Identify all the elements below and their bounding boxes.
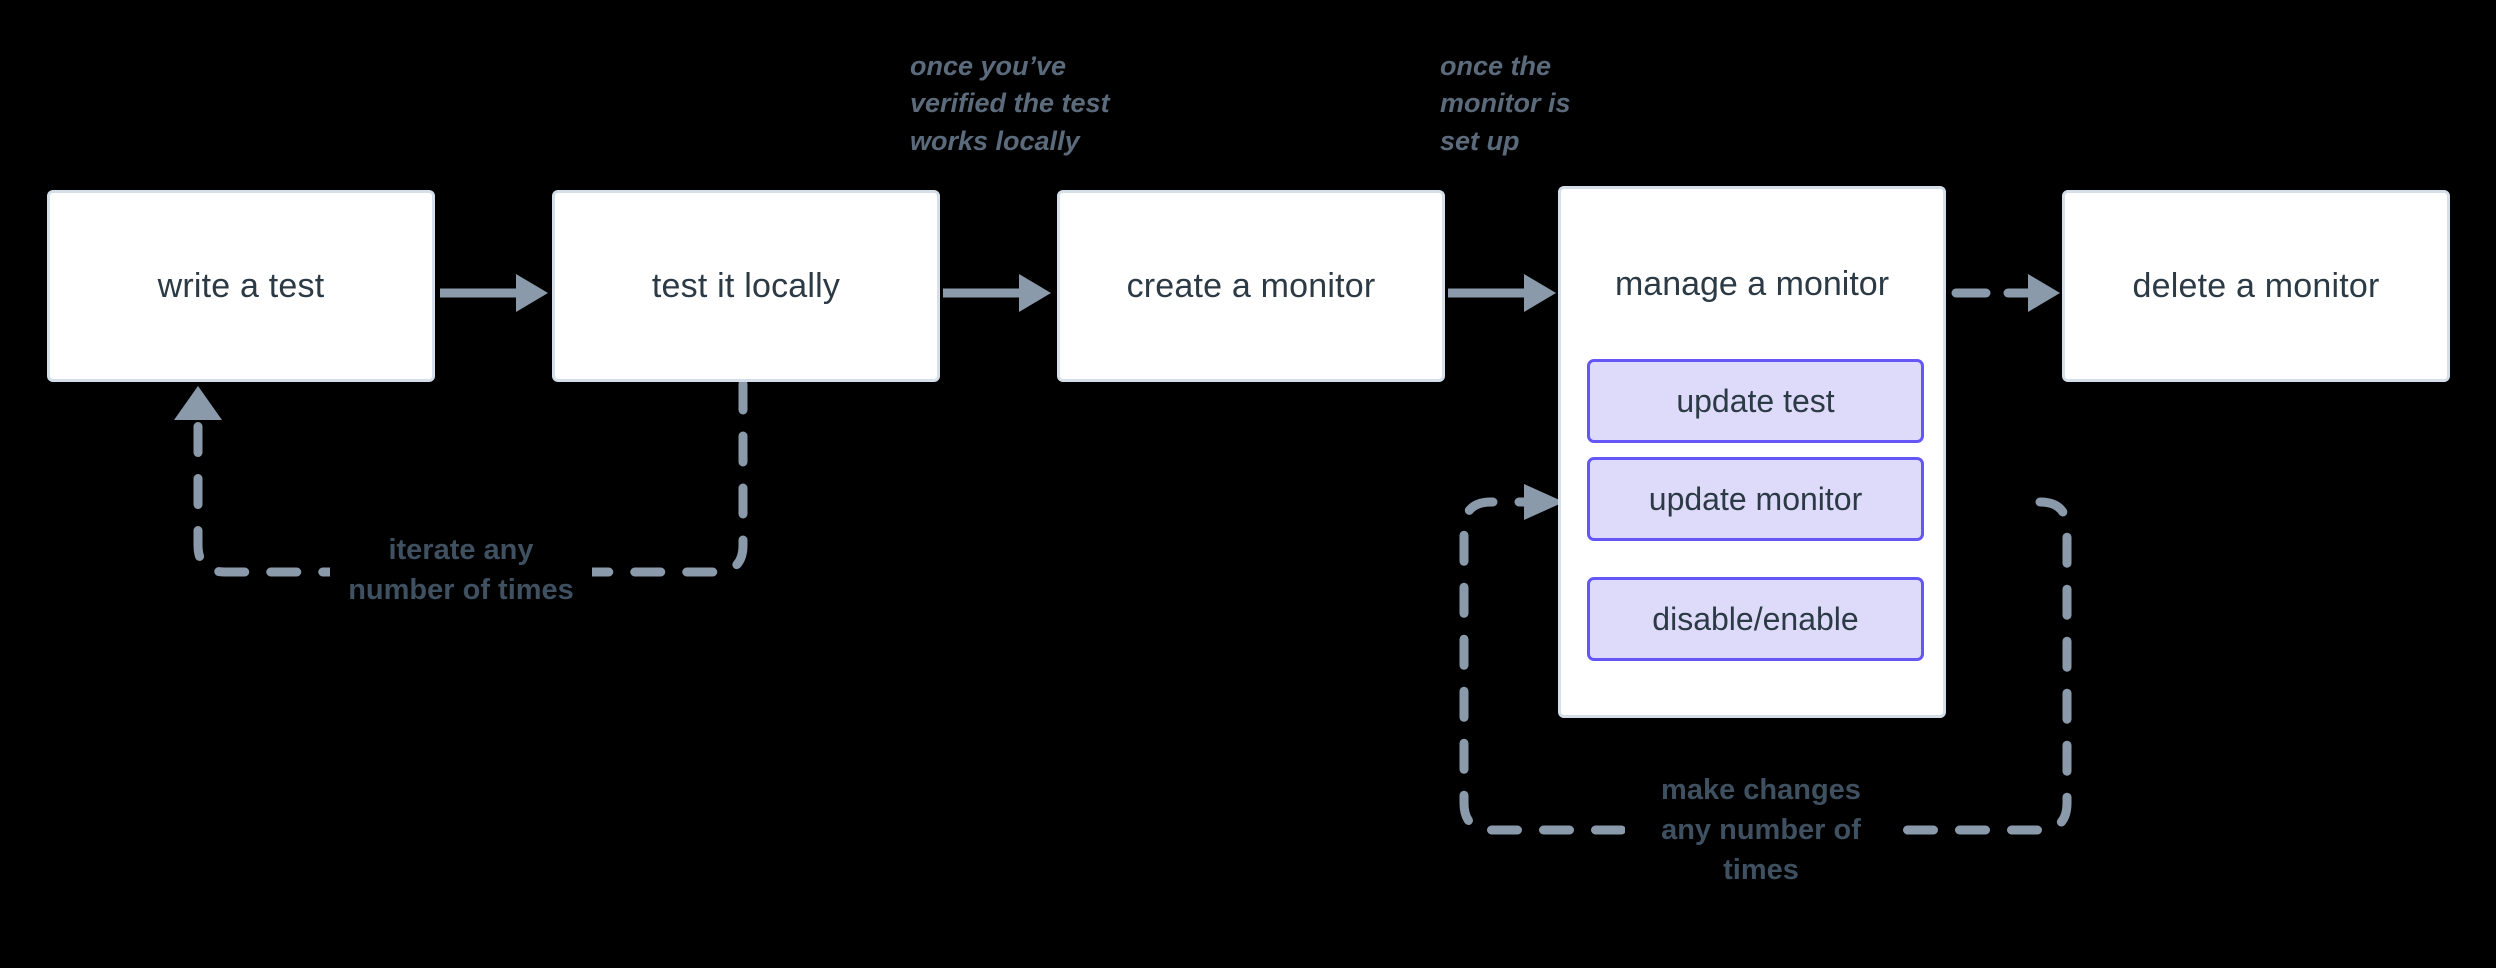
node-label-manage-a-monitor: manage a monitor bbox=[1614, 265, 1890, 303]
edge-test-to-create bbox=[943, 274, 1051, 312]
edge-create-to-manage bbox=[1448, 274, 1556, 312]
subnode-label-disable-enable: disable/enable bbox=[1652, 600, 1859, 637]
loop-label-iterate: iterate any number of times bbox=[330, 530, 592, 611]
node-label-write-a-test: write a test bbox=[157, 266, 325, 305]
edge-manage-to-delete bbox=[1951, 274, 2060, 312]
edge-write-to-test bbox=[440, 274, 548, 312]
node-write-a-test[interactable]: write a test bbox=[47, 190, 435, 382]
loop-label-make-changes: make changes any number of times bbox=[1625, 770, 1897, 891]
edge-iterate-loop bbox=[174, 379, 748, 577]
subnode-label-update-test: update test bbox=[1676, 382, 1835, 419]
node-label-create-a-monitor: create a monitor bbox=[1126, 266, 1376, 305]
node-test-it-locally[interactable]: test it locally bbox=[552, 190, 940, 382]
node-create-a-monitor[interactable]: create a monitor bbox=[1057, 190, 1445, 382]
node-delete-a-monitor[interactable]: delete a monitor bbox=[2062, 190, 2450, 382]
node-manage-a-monitor[interactable]: manage a monitor update test update moni… bbox=[1558, 186, 1946, 718]
subnode-label-update-monitor: update monitor bbox=[1648, 480, 1863, 517]
note-once-verified: once you’ve verified the test works loca… bbox=[910, 51, 1110, 156]
subnode-disable-enable[interactable]: disable/enable bbox=[1587, 577, 1924, 661]
subnode-update-test[interactable]: update test bbox=[1587, 359, 1924, 443]
node-label-test-it-locally: test it locally bbox=[651, 266, 841, 305]
note-once-monitor-set-up: once the monitor is set up bbox=[1440, 51, 1571, 156]
node-label-delete-a-monitor: delete a monitor bbox=[2132, 266, 2380, 305]
subnode-update-monitor[interactable]: update monitor bbox=[1587, 457, 1924, 541]
edge-make-changes-loop bbox=[1459, 484, 2072, 835]
